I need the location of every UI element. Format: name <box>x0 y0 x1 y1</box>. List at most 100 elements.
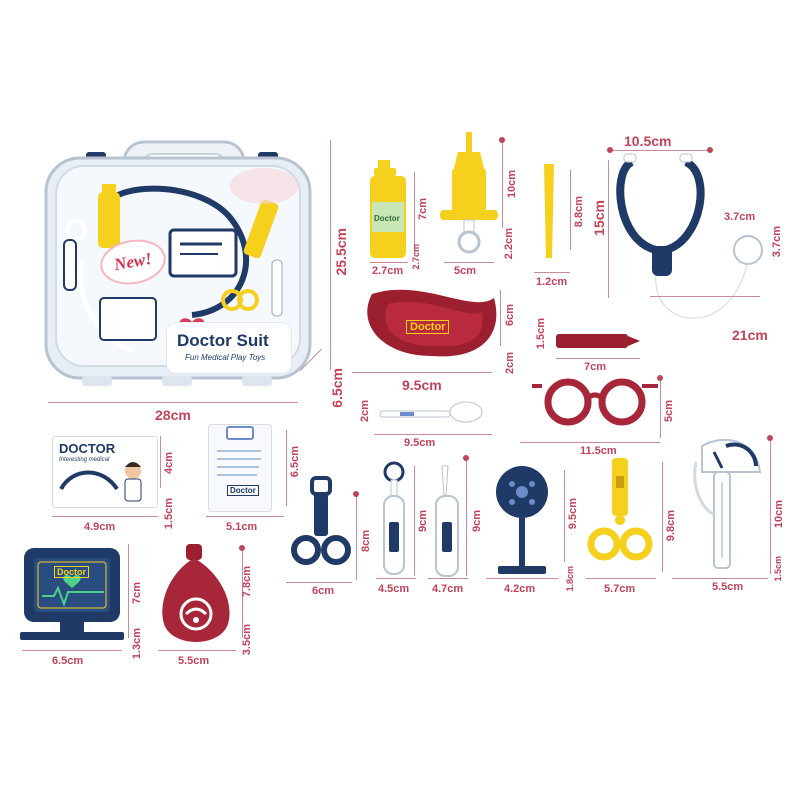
blue-scissors-h-label: 8cm <box>360 530 372 553</box>
blue-scissors-h-line <box>356 494 357 580</box>
syringe <box>440 132 504 262</box>
case-height-line <box>330 140 331 370</box>
thermometer-h-line <box>466 458 467 576</box>
syringe-h-label: 10cm <box>506 170 518 199</box>
steth-len-label: 21cm <box>732 327 768 343</box>
blood-pressure-gauge <box>686 432 766 572</box>
mirror-h-label: 9cm <box>417 510 429 533</box>
bottle-label: Doctor <box>374 214 400 223</box>
flat-thermo-w-label: 7cm <box>584 361 607 373</box>
thermometer-drawing <box>435 465 459 577</box>
yellow-scissors-w-line <box>586 578 656 579</box>
thermometer-h-dot <box>463 455 469 461</box>
spoon <box>379 400 484 430</box>
bp-h-line <box>770 438 771 574</box>
blue-scissors-h-dot <box>353 491 359 497</box>
spoon-h-label: 2cm <box>359 400 371 423</box>
mirror-w-label: 4.5cm <box>378 583 410 595</box>
mirror-h-line <box>414 466 415 576</box>
bulb-w-label: 5.5cm <box>178 655 210 667</box>
badge-h-line <box>286 430 287 506</box>
basin-h-label: 6cm <box>504 304 516 327</box>
badge-w-label: 5.1cm <box>226 521 258 533</box>
thermometer-h-label: 9cm <box>471 510 483 533</box>
flat-thermo-h-label: 1.5cm <box>535 318 547 350</box>
mirror-w-line <box>376 578 416 579</box>
bp-w-label: 5.5cm <box>712 581 744 593</box>
blue-scissors <box>290 476 354 574</box>
syringe-d-label: 2.2cm <box>503 228 515 260</box>
new-sticker-text: New! <box>112 248 154 275</box>
steth-top-dot-left <box>607 147 613 153</box>
thermometer-w-line <box>428 578 468 579</box>
syringe-h-dot <box>499 137 505 143</box>
thermometer-w-label: 4.7cm <box>432 583 464 595</box>
card-h-label: 4cm <box>163 452 175 475</box>
pump-bulb <box>158 544 236 648</box>
medicine-bottle: Doctor <box>370 160 410 260</box>
bulb-h-dot <box>239 545 245 551</box>
glasses-h-label: 5cm <box>663 400 675 423</box>
monitor-h-label: 7cm <box>131 582 143 605</box>
steth-top-line <box>610 150 710 151</box>
basin-drawing <box>367 289 497 357</box>
spoon-drawing <box>379 401 483 423</box>
glasses-h-line <box>660 378 661 438</box>
badge-h-label: 6.5cm <box>289 446 301 478</box>
steth-chest-label: 3.7cm <box>724 211 756 223</box>
badge-w-line <box>206 516 284 517</box>
glasses-drawing <box>532 378 658 426</box>
brand-subtitle: Fun Medical Play Toys <box>185 353 266 362</box>
dental-mirror <box>380 461 408 576</box>
doctor-card: DOCTOR Interesting medical <box>52 436 158 508</box>
reflector-drawing <box>496 466 548 574</box>
yellow-scissors-drawing <box>587 458 653 561</box>
tweezer <box>540 162 560 262</box>
steth-len-line <box>650 296 760 297</box>
bp-w-line <box>672 578 768 579</box>
steth-h-line <box>608 160 609 298</box>
blue-scissors-w-label: 6cm <box>312 585 335 597</box>
tweezer-w-line <box>534 272 570 273</box>
badge-logo: Doctor <box>227 485 259 496</box>
steth-top-dot-right <box>707 147 713 153</box>
syringe-h-line <box>502 140 503 228</box>
blue-scissors-drawing <box>291 476 351 565</box>
steth-h-label: 15cm <box>591 200 607 236</box>
steth-top-label: 10.5cm <box>624 133 672 149</box>
card-d-label: 1.5cm <box>163 498 175 530</box>
thermometer <box>430 465 464 578</box>
medical-case: New! Doctor Suit Fun Medical Play Toys <box>42 140 314 392</box>
bulb-h-label: 7.8cm <box>241 566 253 598</box>
card-subtitle: Interesting medical <box>59 457 110 463</box>
card-h-line <box>160 436 161 488</box>
mirror-drawing <box>383 461 405 575</box>
monitor-drawing <box>20 548 124 640</box>
syringe-w-line <box>444 262 494 263</box>
bp-h-label: 10cm <box>773 500 785 529</box>
basin-label: Doctor <box>406 320 450 334</box>
glasses-w-label: 11.5cm <box>580 445 617 457</box>
case-width-label: 28cm <box>155 407 191 423</box>
toy-glasses <box>530 372 660 432</box>
case-depth-label: 6.5cm <box>329 368 345 408</box>
spoon-w-line <box>374 434 492 435</box>
basin-d-label: 2cm <box>504 352 516 375</box>
bp-gauge-drawing <box>693 438 762 569</box>
flat-thermometer-drawing <box>556 334 640 348</box>
tweezer-h-label: 8.8cm <box>573 196 585 228</box>
card-title: DOCTOR <box>59 441 116 456</box>
badge-art <box>217 426 261 476</box>
bp-h-dot <box>767 435 773 441</box>
basin-h-line <box>500 290 501 346</box>
monitor-w-line <box>22 650 122 651</box>
brand-title: Doctor Suit <box>177 331 269 350</box>
tweezer-h-line <box>570 170 571 250</box>
blue-scissors-w-line <box>286 582 352 583</box>
yellow-scissors-h-label: 9.8cm <box>665 510 677 542</box>
case-width-line <box>48 402 298 403</box>
monitor-w-label: 6.5cm <box>52 655 84 667</box>
bulb-h-line <box>242 548 243 638</box>
reflector-h-label: 9.5cm <box>567 498 579 530</box>
medical-case-drawing <box>44 140 312 386</box>
